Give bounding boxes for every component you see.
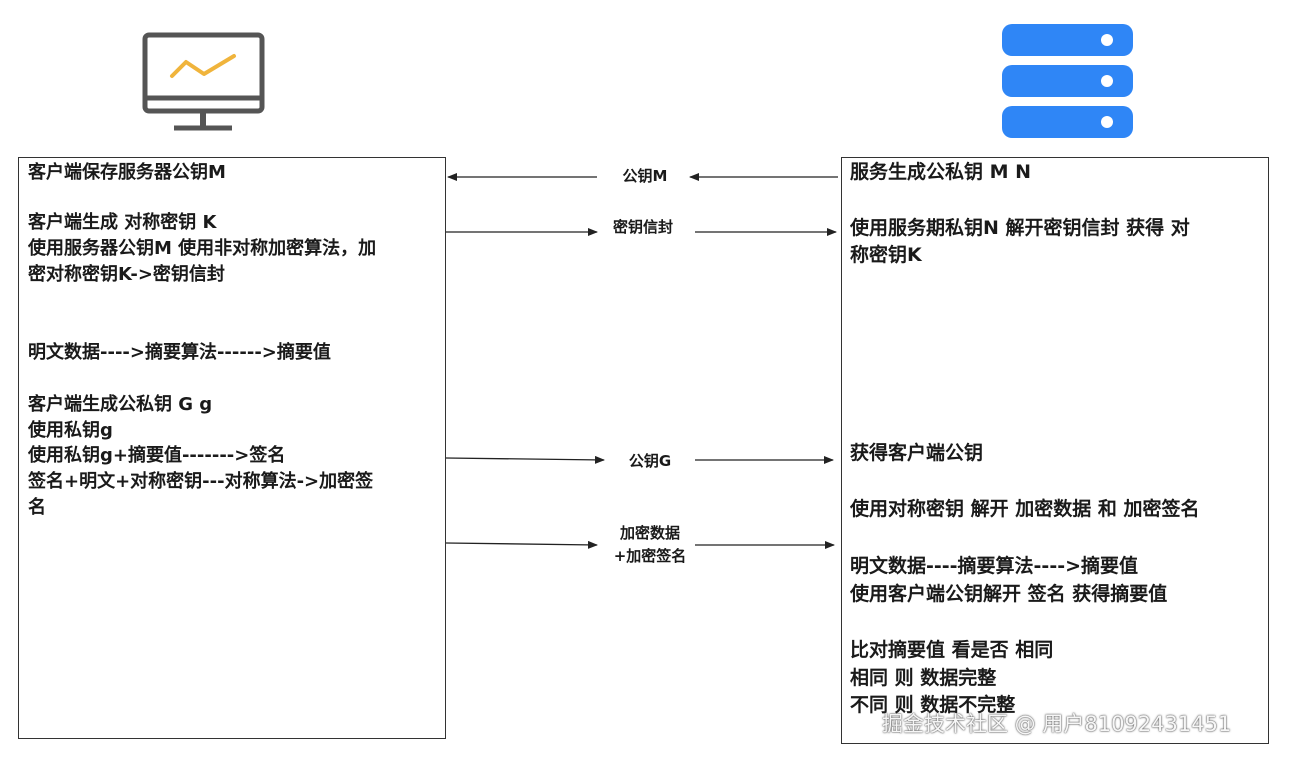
client-line-8: 使用私钥g+摘要值------->签名 [28, 445, 286, 466]
client-box [18, 157, 446, 739]
arrow-encrypted-left [445, 540, 598, 549]
server-line-2: 使用服务期私钥N 解开密钥信封 获得 对 [850, 217, 1190, 239]
client-line-7: 使用私钥g [28, 420, 113, 441]
client-line-5: 明文数据---->摘要算法------>摘要值 [28, 342, 331, 363]
client-line-3: 使用服务器公钥M 使用非对称加密算法，加 [28, 238, 377, 259]
client-line-2: 客户端生成 对称密钥 K [28, 212, 217, 233]
server-line-4: 获得客户端公钥 [850, 442, 984, 464]
client-line-10: 名 [28, 497, 46, 518]
label-public-key-m: 公钥M [622, 167, 668, 185]
watermark: 掘金技术社区 @ 用户81092431451 [882, 712, 1232, 736]
client-line-9: 签名+明文+对称密钥---对称算法->加密签 [28, 471, 374, 492]
label-encrypted-data-1: 加密数据 [619, 524, 680, 542]
server-line-7: 使用客户端公钥解开 签名 获得摘要值 [850, 583, 1168, 605]
server-box [841, 157, 1269, 744]
client-line-6: 客户端生成公私钥 G g [28, 394, 213, 415]
label-encrypted-data-2: +加密签名 [613, 547, 687, 565]
client-line-4: 密对称密钥K->密钥信封 [28, 264, 225, 285]
arrow-public-key-g-left [445, 455, 605, 464]
server-line-3: 称密钥K [850, 244, 922, 266]
server-icon [1002, 24, 1133, 138]
label-public-key-g: 公钥G [628, 452, 672, 470]
server-line-1: 服务生成公私钥 M N [850, 161, 1032, 183]
server-line-8: 比对摘要值 看是否 相同 [850, 639, 1054, 661]
label-key-envelope: 密钥信封 [612, 218, 673, 236]
client-line-1: 客户端保存服务器公钥M [28, 162, 226, 183]
server-line-10: 不同 则 数据不完整 [850, 694, 1016, 716]
server-line-6: 明文数据----摘要算法---->摘要值 [850, 555, 1139, 577]
server-line-5: 使用对称密钥 解开 加密数据 和 加密签名 [850, 498, 1200, 520]
server-line-9: 相同 则 数据完整 [850, 667, 997, 689]
monitor-icon [142, 32, 265, 131]
